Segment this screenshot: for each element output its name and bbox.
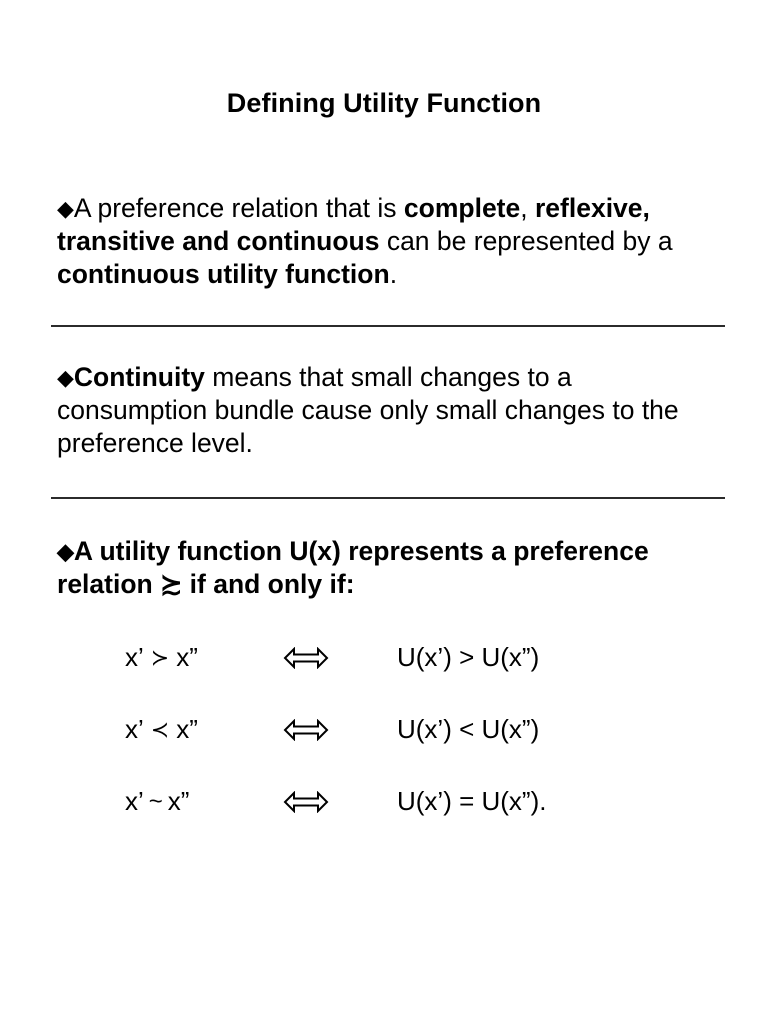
bullet-diamond-icon: ◆ xyxy=(57,539,74,564)
bullet-block-utility-represents: ◆A utility function U(x) represents a pr… xyxy=(57,535,717,601)
bullet-block-continuity: ◆Continuity means that small changes to … xyxy=(57,361,717,460)
equivalence-right-expression: U(x’) < U(x”) xyxy=(397,714,540,744)
bullet-text-run: A utility function U(x) represents a pre… xyxy=(57,536,649,599)
section-divider xyxy=(51,325,725,327)
bundle-x-prime: x’ xyxy=(125,786,144,816)
equivalence-list: x’≻x” U(x’) > U(x”) x’≺x” U(x’) < U(x”) xyxy=(0,637,768,853)
equivalence-left-expression: x’~x” xyxy=(125,781,189,822)
bullet-text-run: means that small changes to a consumptio… xyxy=(57,362,679,458)
iff-double-arrow-icon xyxy=(283,781,329,821)
bullet-text-run: can be represented by a xyxy=(379,226,673,256)
equivalence-row: x’≻x” U(x’) > U(x”) xyxy=(0,637,768,709)
equivalence-row: x’~x” U(x’) = U(x”). xyxy=(0,781,768,853)
equivalence-right-expression: U(x’) > U(x”) xyxy=(397,642,540,672)
page-title: Defining Utility Function xyxy=(226,88,542,118)
bundle-x-prime: x’ xyxy=(125,642,144,672)
equivalence-left-expression: x’≺x” xyxy=(125,709,198,750)
equivalence-right-expression: U(x’) = U(x”). xyxy=(397,786,547,816)
bundle-x-double-prime: x” xyxy=(176,642,198,672)
bundle-x-double-prime: x” xyxy=(176,714,198,744)
bullet-text-run: . xyxy=(389,259,398,289)
bullet-text-run-bold: Continuity xyxy=(73,362,205,392)
strictly-preferred-symbol: ≻ xyxy=(150,645,170,670)
bundle-x-double-prime: x” xyxy=(167,786,190,816)
bullet-diamond-icon: ◆ xyxy=(57,365,74,390)
bullet-text-run-bold: continuous utility function xyxy=(57,259,390,289)
section-divider xyxy=(51,497,725,499)
bullet-text-run: A preference relation that is xyxy=(73,193,404,223)
succeeds-or-equivalent-symbol: ≿ xyxy=(160,569,183,599)
iff-double-arrow-icon xyxy=(283,709,329,749)
bullet-text-run: if and only if: xyxy=(182,569,355,599)
bullet-text-run-bold: reflexive, transitive and continuous xyxy=(57,193,650,256)
iff-double-arrow-icon xyxy=(283,637,329,677)
equivalence-left-expression: x’≻x” xyxy=(125,637,198,678)
bullet-diamond-icon: ◆ xyxy=(57,196,74,221)
bullet-text-run: , xyxy=(520,193,535,223)
bullet-text-run-bold: complete xyxy=(403,193,521,223)
bullet-block-preference-relation: ◆A preference relation that is complete,… xyxy=(57,192,717,291)
indifference-symbol: ~ xyxy=(148,788,163,815)
equivalence-row: x’≺x” U(x’) < U(x”) xyxy=(0,709,768,781)
bundle-x-prime: x’ xyxy=(125,714,144,744)
strictly-less-preferred-symbol: ≺ xyxy=(150,717,170,742)
